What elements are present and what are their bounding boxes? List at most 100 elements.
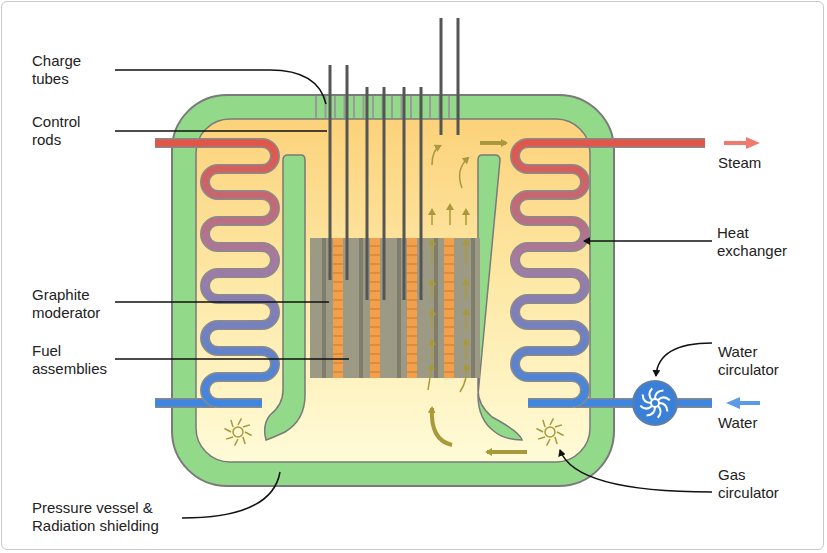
fuel-pellet — [333, 336, 343, 337]
impeller-blade — [658, 397, 670, 400]
fuel-pellet — [333, 354, 343, 355]
fuel-pellet — [407, 327, 417, 328]
vessel-label: Pressure vessel & Radiation shielding — [32, 499, 192, 535]
moderator-label: Graphite moderator — [32, 286, 114, 322]
heat-exchanger-label: Heat exchanger — [717, 224, 807, 260]
water-label: Water — [718, 414, 788, 432]
fuel-pellet — [370, 327, 380, 328]
heat-exchanger-pipe — [205, 143, 275, 403]
heat-exchanger-pipe — [205, 143, 275, 403]
fuel-pellet — [444, 327, 454, 328]
fuel-pellet — [407, 246, 417, 247]
grill-stroke — [448, 96, 450, 118]
fan-blade — [245, 432, 252, 435]
fuel-pellet — [407, 291, 417, 292]
grill-stroke — [401, 96, 403, 118]
fuel-pellet — [407, 255, 417, 256]
fuel-pellet — [370, 246, 380, 247]
fuel-strip — [370, 238, 380, 378]
gas-circulator-label: Gas circulator — [718, 466, 808, 502]
fuel-label: Fuel assemblies — [32, 342, 116, 378]
fuel-pellet — [333, 273, 343, 274]
fan-blade — [550, 418, 553, 425]
impeller-blade — [649, 388, 652, 400]
fan-blade — [538, 437, 545, 439]
fuel-pellet — [333, 327, 343, 328]
fuel-pellet — [370, 354, 380, 355]
fuel-strip — [444, 238, 454, 378]
fuel-pellet — [444, 372, 454, 373]
fuel-pellet — [407, 354, 417, 355]
fuel-pellet — [407, 345, 417, 346]
fuel-pellet — [444, 282, 454, 283]
fan-blade — [235, 439, 238, 446]
fuel-pellet — [370, 264, 380, 265]
moderator-gap — [359, 238, 363, 378]
fuel-pellet — [407, 336, 417, 337]
fuel-pellet — [333, 264, 343, 265]
fan-blade — [243, 425, 250, 427]
fuel-pellet — [333, 291, 343, 292]
charge-tubes-label: Charge tubes — [32, 52, 104, 88]
fuel-pellet — [370, 336, 380, 337]
grill-stroke — [410, 96, 412, 118]
fuel-pellet — [444, 255, 454, 256]
fuel-pellet — [407, 372, 417, 373]
fuel-pellet — [444, 363, 454, 364]
grill-stroke — [429, 96, 431, 118]
grill-stroke — [334, 96, 336, 118]
fuel-strip — [333, 238, 343, 378]
fan-blade — [555, 425, 562, 427]
fuel-pellet — [370, 282, 380, 283]
fuel-pellet — [444, 264, 454, 265]
fuel-pellet — [444, 336, 454, 337]
impeller-blade — [640, 406, 652, 409]
fuel-pellet — [333, 363, 343, 364]
fuel-pellet — [370, 318, 380, 319]
grill-stroke — [391, 96, 393, 118]
moderator-gap — [434, 238, 438, 378]
fuel-pellet — [333, 246, 343, 247]
fuel-pellet — [444, 318, 454, 319]
fuel-pellet — [444, 246, 454, 247]
fuel-pellet — [407, 282, 417, 283]
steam-label: Steam — [718, 154, 788, 172]
heat-exchanger-pipe — [515, 143, 585, 403]
fuel-pellet — [407, 264, 417, 265]
fan-hub — [545, 427, 555, 437]
water-circulator-label: Water circulator — [718, 343, 808, 379]
grill-stroke — [315, 96, 317, 118]
fuel-pellet — [333, 255, 343, 256]
fan-blade — [547, 439, 550, 446]
fuel-pellet — [370, 345, 380, 346]
fan-blade — [555, 437, 557, 444]
fuel-pellet — [407, 273, 417, 274]
fan-blade — [543, 420, 545, 427]
fuel-pellet — [333, 282, 343, 283]
fan-blade — [226, 437, 233, 439]
fan-hub — [233, 427, 243, 437]
grill-stroke — [363, 96, 365, 118]
fuel-pellet — [333, 309, 343, 310]
heat-exchanger-pipe — [515, 143, 585, 403]
grill-stroke — [372, 96, 374, 118]
moderator-gap — [322, 238, 326, 378]
fuel-pellet — [444, 300, 454, 301]
fan-blade — [238, 418, 241, 425]
fuel-pellet — [444, 309, 454, 310]
fuel-pellet — [333, 345, 343, 346]
fuel-pellet — [333, 300, 343, 301]
moderator-gap — [397, 238, 401, 378]
fuel-pellet — [370, 291, 380, 292]
impeller-hub — [651, 399, 659, 407]
fuel-pellet — [370, 273, 380, 274]
impeller-blade — [658, 406, 661, 418]
fuel-pellet — [370, 300, 380, 301]
fan-blade — [231, 420, 233, 427]
fuel-strip — [407, 238, 417, 378]
fuel-pellet — [333, 318, 343, 319]
fuel-pellet — [444, 291, 454, 292]
fuel-pellet — [444, 345, 454, 346]
